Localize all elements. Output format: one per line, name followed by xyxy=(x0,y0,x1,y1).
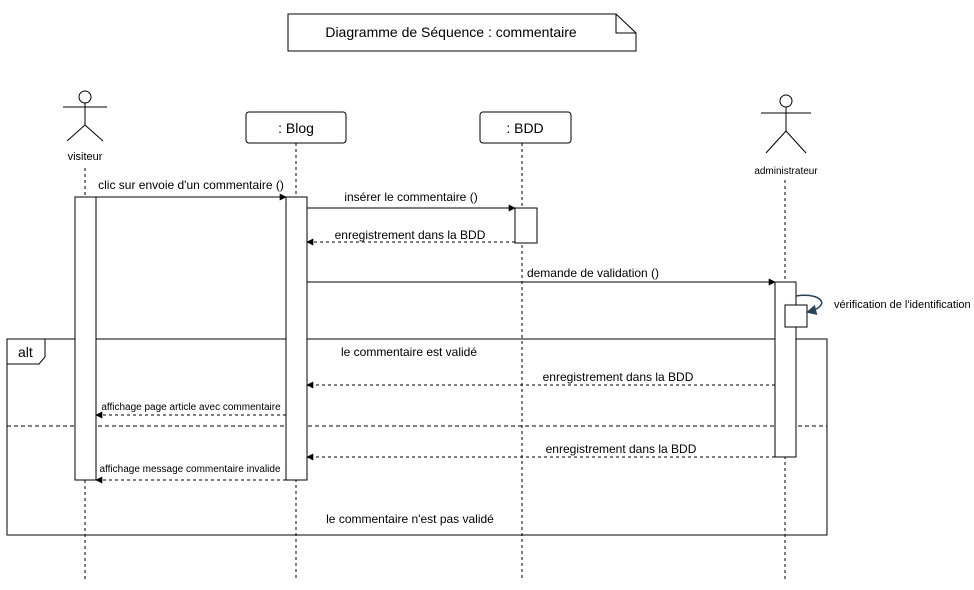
message-4-label: demande de validation () xyxy=(527,266,659,280)
message-8-label: affichage message commentaire invalide xyxy=(99,464,280,475)
message-6: affichage page article avec commentaire xyxy=(95,402,286,419)
participant-bdd-label: : BDD xyxy=(506,120,543,136)
message-1: clic sur envoie d'un commentaire () xyxy=(96,178,287,201)
message-8: affichage message commentaire invalide xyxy=(95,464,286,484)
actor-administrateur-icon xyxy=(761,94,811,154)
alt-operator-label: alt xyxy=(18,344,33,360)
activation-admin-self xyxy=(784,304,808,328)
message-2: insérer le commentaire () xyxy=(307,190,516,212)
activation-bdd xyxy=(514,207,538,244)
message-5: enregistrement dans la BDD xyxy=(306,370,775,389)
alt-guard-invalid: le commentaire n'est pas validé xyxy=(326,512,494,526)
message-6-label: affichage page article avec commentaire xyxy=(101,402,281,413)
actor-administrateur-label: administrateur xyxy=(754,166,818,177)
message-3: enregistrement dans la BDD xyxy=(306,228,515,246)
activation-visiteur xyxy=(74,196,97,481)
message-5-label: enregistrement dans la BDD xyxy=(543,370,694,384)
participant-blog-box xyxy=(245,111,347,144)
actor-visiteur-label: visiteur xyxy=(68,151,103,163)
participant-bdd-box xyxy=(479,111,572,144)
self-message-label: vérification de l'identification xyxy=(834,299,971,311)
message-7: enregistrement dans la BDD xyxy=(306,442,775,461)
alt-operator-tab xyxy=(6,338,46,365)
alt-fragment: alt le commentaire est validé le comment… xyxy=(6,338,828,536)
activation-blog xyxy=(285,196,308,481)
message-2-label: insérer le commentaire () xyxy=(344,190,477,204)
participant-blog-label: : Blog xyxy=(278,120,314,136)
actor-visiteur-icon xyxy=(63,90,107,142)
message-3-label: enregistrement dans la BDD xyxy=(335,228,486,242)
message-7-label: enregistrement dans la BDD xyxy=(546,442,697,456)
alt-guard-valid: le commentaire est validé xyxy=(341,345,477,359)
message-4: demande de validation () xyxy=(307,266,776,286)
title-note: Diagramme de Séquence : commentaire xyxy=(287,13,637,52)
diagram-title: Diagramme de Séquence : commentaire xyxy=(325,24,577,40)
self-message: vérification de l'identification xyxy=(795,294,971,316)
message-1-label: clic sur envoie d'un commentaire () xyxy=(98,178,284,192)
